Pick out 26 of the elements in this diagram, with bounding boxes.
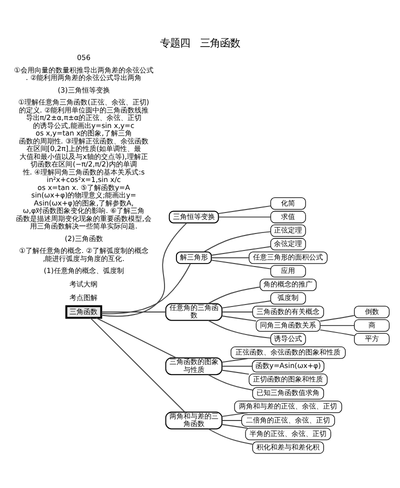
- connector: [222, 300, 272, 308]
- connector: [90, 316, 186, 412]
- connector: [208, 374, 253, 390]
- connector: [222, 311, 254, 312]
- connector: [222, 365, 253, 366]
- connector: [210, 256, 250, 258]
- connector: [208, 428, 253, 444]
- connector: [100, 311, 166, 312]
- connector: [208, 286, 260, 304]
- connector: [222, 315, 257, 321]
- connector: [203, 230, 272, 252]
- connector: [320, 328, 355, 336]
- connector: [96, 316, 177, 358]
- connector: [218, 204, 272, 214]
- connector: [222, 412, 248, 416]
- connector: [222, 369, 250, 374]
- diagram-title: 专题四 三角函数: [160, 36, 240, 49]
- connector: [218, 216, 272, 218]
- connector: [222, 424, 248, 428]
- connector: [320, 314, 355, 322]
- connector: [210, 246, 271, 256]
- connector: [100, 222, 188, 316]
- connector: [320, 324, 355, 326]
- connector: [222, 358, 248, 362]
- connector: [100, 262, 191, 314]
- connector: [210, 259, 271, 269]
